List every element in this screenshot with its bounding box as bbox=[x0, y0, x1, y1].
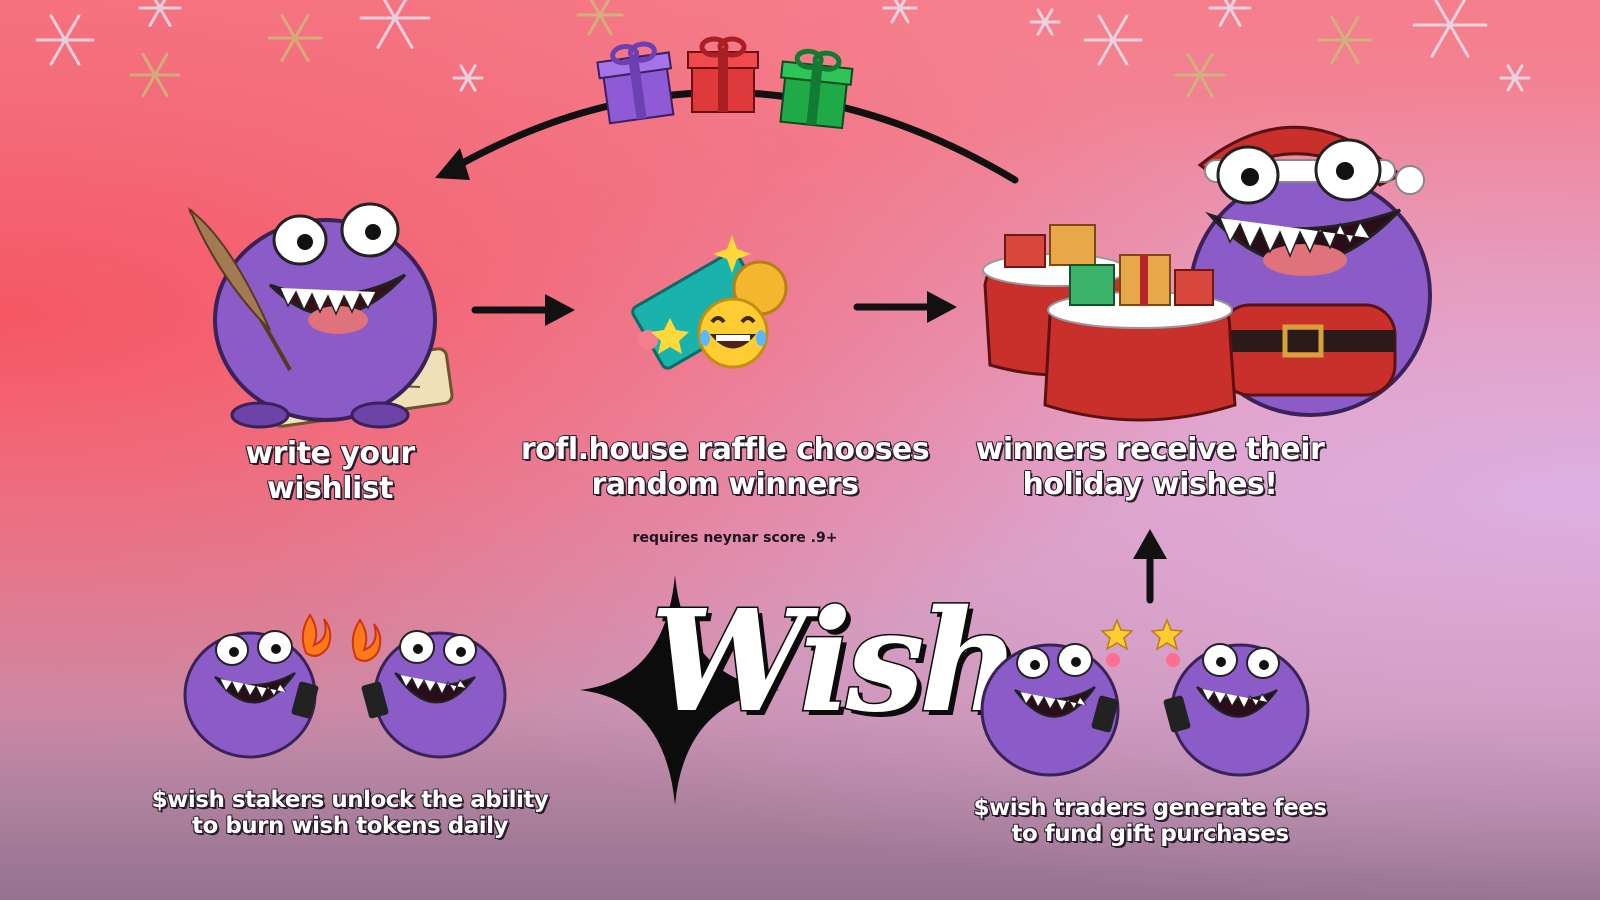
snowflakes-decoration bbox=[35, 0, 1531, 98]
monsters-with-stars-icon bbox=[980, 617, 1310, 777]
step1-caption: write your wishlist bbox=[245, 435, 416, 506]
stakers-caption: $wish stakers unlock the ability to burn… bbox=[150, 786, 550, 841]
traders-caption-line2: to fund gift purchases bbox=[1011, 821, 1290, 849]
stakers-caption-line1: $wish stakers unlock the ability bbox=[151, 786, 550, 814]
snowflake-icon bbox=[882, 0, 918, 24]
step3-caption-line1: winners receive their bbox=[975, 432, 1326, 468]
snowflake-icon bbox=[267, 13, 323, 63]
raffle-ticket-laugh-icon bbox=[631, 235, 788, 370]
snowflake-icon bbox=[359, 0, 431, 49]
snowflake-icon bbox=[129, 52, 181, 98]
snowflake-icon bbox=[1083, 14, 1143, 66]
snowflake-icon bbox=[1499, 64, 1531, 92]
traders-caption-line1: $wish traders generate fees bbox=[973, 794, 1328, 822]
gift-boxes-icon bbox=[596, 36, 854, 130]
snowflake-icon bbox=[1208, 0, 1252, 27]
monsters-with-fire-icon bbox=[183, 613, 507, 759]
snowflake-icon bbox=[1412, 0, 1488, 58]
step3-caption-line2: holiday wishes! bbox=[1022, 466, 1279, 502]
step3-caption: winners receive their holiday wishes! bbox=[955, 432, 1345, 502]
snowflake-icon bbox=[1174, 52, 1226, 98]
snowflake-icon bbox=[1317, 15, 1373, 65]
wish-sparkle-icon bbox=[580, 575, 780, 805]
wish-wordmark: Wish bbox=[649, 579, 1023, 746]
arrow-step1-to-step2 bbox=[471, 294, 575, 326]
snowflake-icon bbox=[1029, 8, 1061, 36]
step2-caption: rofl.house raffle chooses random winners bbox=[520, 432, 930, 502]
snowflake-icon bbox=[576, 0, 624, 36]
traders-caption: $wish traders generate fees to fund gift… bbox=[965, 794, 1335, 849]
arrow-traders-to-step3 bbox=[1133, 529, 1167, 604]
step2-caption-line1: rofl.house raffle chooses bbox=[520, 432, 930, 468]
step2-caption-line2: random winners bbox=[591, 466, 860, 502]
snowflake-icon bbox=[452, 64, 484, 92]
snowflake-icon bbox=[138, 0, 182, 27]
step2-note: requires neynar score .9+ bbox=[632, 530, 838, 546]
arrow-step2-to-step3 bbox=[853, 291, 957, 323]
santa-monster-with-gift-sacks-icon bbox=[982, 126, 1432, 422]
stakers-caption-line2: to burn wish tokens daily bbox=[191, 813, 509, 841]
snowflake-icon bbox=[35, 14, 95, 66]
monster-writing-icon bbox=[187, 202, 454, 429]
